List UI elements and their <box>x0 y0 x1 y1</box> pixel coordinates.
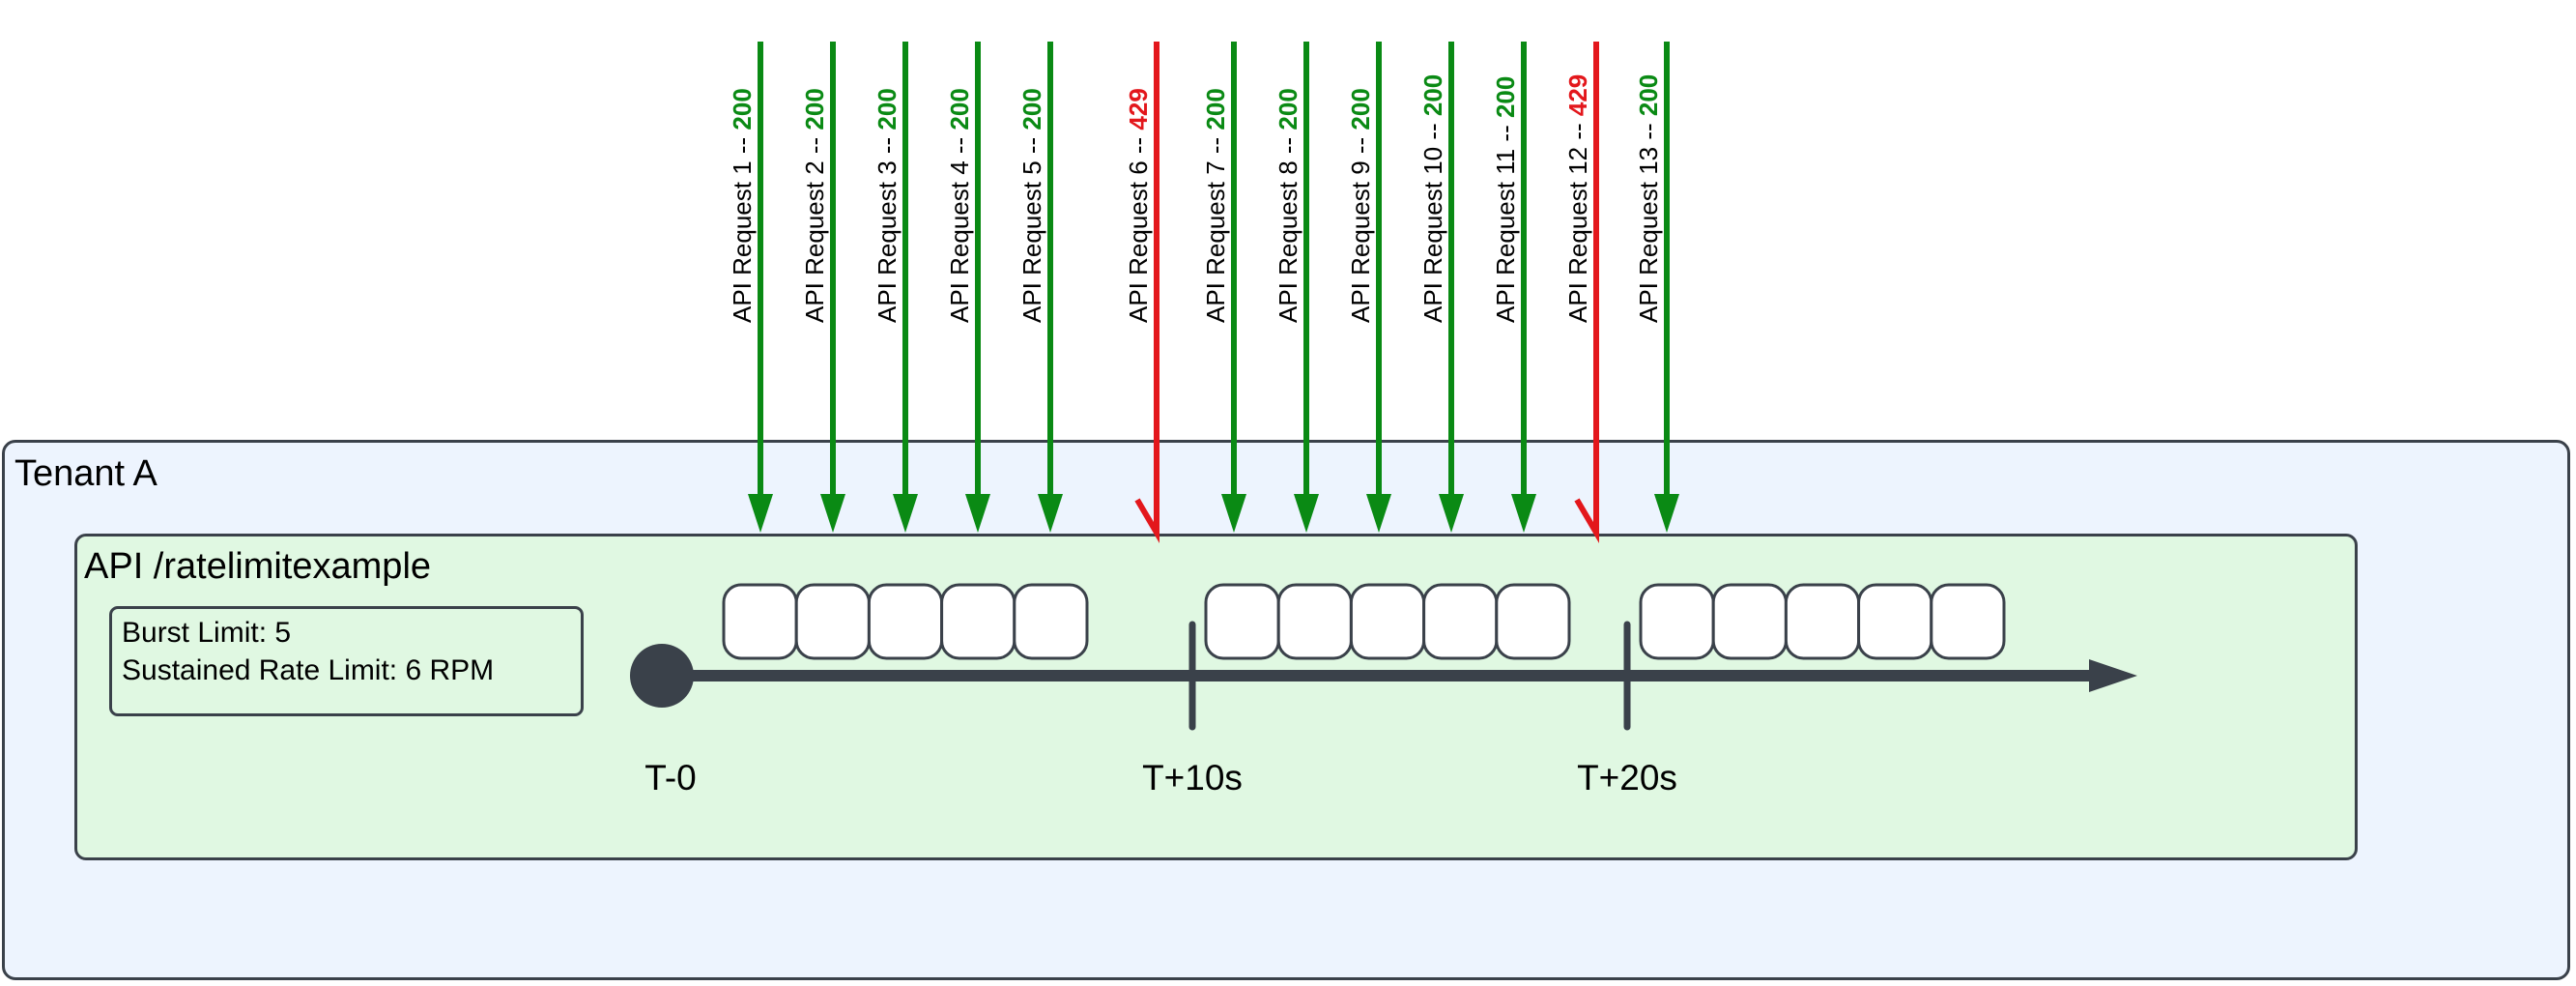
request-label: API Request 8 -- 200 <box>1274 88 1302 323</box>
status-code: 200 <box>1346 88 1375 130</box>
token-slot <box>1639 583 1715 660</box>
status-code: 429 <box>1124 88 1153 130</box>
arrowhead-icon <box>893 494 918 533</box>
arrowhead-icon <box>1511 494 1536 533</box>
request-name: API Request 12 -- <box>1563 116 1592 323</box>
token-slot <box>1495 583 1571 660</box>
arrowhead-icon <box>1654 494 1679 533</box>
time-marker-label: T+20s <box>1577 758 1677 798</box>
time-marker-label: T+10s <box>1142 758 1243 798</box>
token-slot <box>1857 583 1933 660</box>
status-code: 429 <box>1563 73 1592 117</box>
tenant-title: Tenant A <box>14 453 157 494</box>
timeline-start-dot <box>630 644 694 708</box>
api-title: API /ratelimitexample <box>84 546 432 587</box>
status-code: 200 <box>800 88 829 130</box>
arrowhead-icon <box>965 494 990 533</box>
status-code: 200 <box>728 88 757 130</box>
request-name: API Request 10 -- <box>1418 116 1447 323</box>
token-slot <box>1204 583 1280 660</box>
arrowhead-icon <box>1439 494 1464 533</box>
request-label: API Request 3 -- 200 <box>873 88 902 323</box>
request-label: API Request 1 -- 200 <box>728 88 757 323</box>
status-code: 200 <box>1201 88 1230 130</box>
token-slot <box>1349 583 1426 660</box>
token-slot <box>1013 583 1089 660</box>
timeline-arrowhead-icon <box>2089 659 2137 692</box>
request-name: API Request 6 -- <box>1124 130 1153 323</box>
status-code: 200 <box>873 88 902 130</box>
status-code: 200 <box>945 88 974 130</box>
status-code: 200 <box>1274 88 1302 130</box>
request-name: API Request 2 -- <box>800 130 829 323</box>
request-label: API Request 6 -- 429 <box>1124 88 1153 323</box>
arrowhead-icon <box>1294 494 1319 533</box>
token-slot <box>722 583 798 660</box>
token-slot <box>1711 583 1788 660</box>
arrowhead-icon <box>1221 494 1246 533</box>
arrowhead-icon <box>820 494 845 533</box>
token-slot <box>867 583 944 660</box>
token-slot <box>794 583 871 660</box>
time-marker-label: T-0 <box>644 758 697 798</box>
status-code: 200 <box>1017 88 1046 130</box>
arrowhead-icon <box>1038 494 1063 533</box>
token-slot <box>940 583 1016 660</box>
request-label: API Request 12 -- 429 <box>1563 73 1592 323</box>
request-name: API Request 9 -- <box>1346 130 1375 323</box>
sustained-rate-limit-label: Sustained Rate Limit: 6 RPM <box>122 654 495 686</box>
request-label: API Request 11 -- 200 <box>1491 75 1520 323</box>
token-slot <box>1422 583 1499 660</box>
token-slot <box>1784 583 1861 660</box>
limits-box: Burst Limit: 5 Sustained Rate Limit: 6 R… <box>109 606 584 716</box>
request-name: API Request 3 -- <box>873 130 902 323</box>
request-name: API Request 7 -- <box>1201 130 1230 323</box>
rejected-request-arrow <box>1134 42 1159 544</box>
request-name: API Request 4 -- <box>945 130 974 323</box>
token-slot <box>1276 583 1353 660</box>
request-name: API Request 1 -- <box>728 130 757 323</box>
arrowhead-icon <box>1366 494 1391 533</box>
status-code: 200 <box>1634 73 1663 117</box>
request-name: API Request 5 -- <box>1017 130 1046 323</box>
request-label: API Request 7 -- 200 <box>1201 88 1230 323</box>
arrowhead-icon <box>748 494 773 533</box>
rejected-request-arrow <box>1574 42 1599 544</box>
request-label: API Request 2 -- 200 <box>800 88 829 323</box>
request-name: API Request 8 -- <box>1274 130 1302 323</box>
status-code: 200 <box>1418 73 1447 117</box>
request-label: API Request 13 -- 200 <box>1634 73 1663 323</box>
request-label: API Request 5 -- 200 <box>1017 88 1046 323</box>
token-slot <box>1930 583 2006 660</box>
request-name: API Request 11 -- <box>1491 118 1520 323</box>
request-name: API Request 13 -- <box>1634 116 1663 323</box>
status-code: 200 <box>1491 75 1520 119</box>
request-label: API Request 4 -- 200 <box>945 88 974 323</box>
request-label: API Request 10 -- 200 <box>1418 73 1447 323</box>
burst-limit-label: Burst Limit: 5 <box>122 617 292 649</box>
request-label: API Request 9 -- 200 <box>1346 88 1375 323</box>
